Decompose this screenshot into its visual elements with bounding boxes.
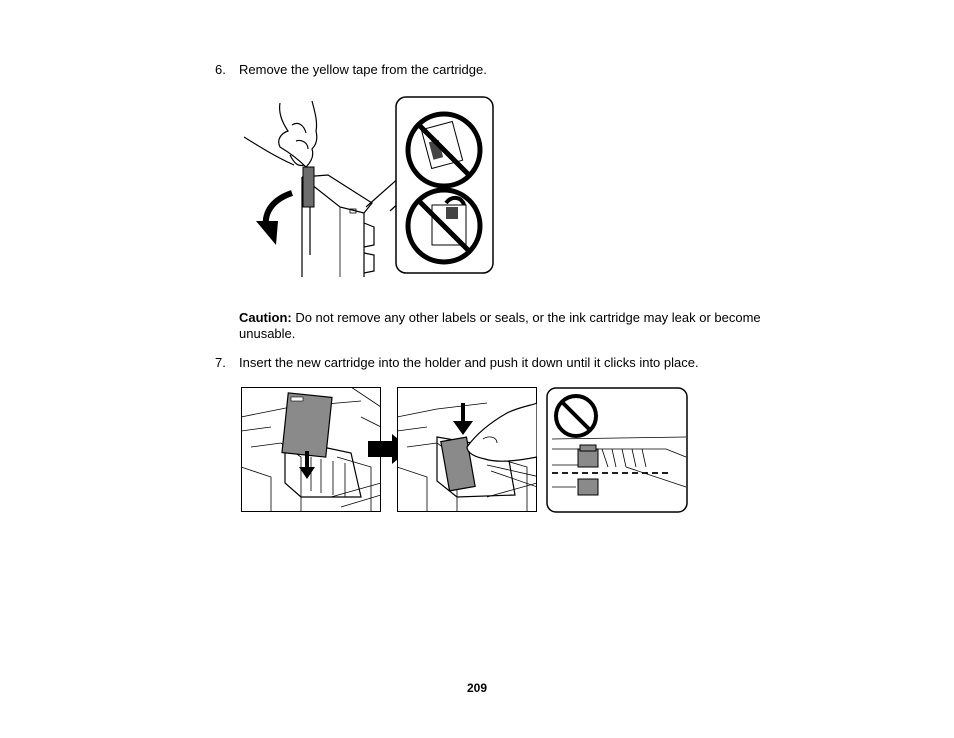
improper-seating-illustration [546, 387, 688, 513]
hand [278, 100, 318, 168]
step-text: Insert the new cartridge into the holder… [239, 355, 699, 370]
page-number: 209 [466, 681, 488, 695]
step-6: 6. Remove the yellow tape from the cartr… [215, 62, 775, 78]
step-7: 7. Insert the new cartridge into the hol… [215, 355, 775, 371]
no-symbol-icon [405, 111, 483, 189]
remove-tape-illustration [243, 96, 494, 277]
caution-text: Do not remove any other labels or seals,… [239, 310, 761, 341]
step-number: 6. [215, 62, 226, 77]
hand [466, 402, 537, 462]
caution-label: Caution: [239, 310, 292, 325]
cartridge-body [301, 176, 365, 277]
ink-cartridge [281, 392, 333, 458]
step-number: 7. [215, 355, 226, 370]
yellow-tape [302, 166, 315, 208]
ink-cartridge [577, 448, 599, 468]
cartridge-holder [284, 438, 362, 498]
cartridge-clip [363, 222, 375, 274]
insert-cartridge-illustration [241, 387, 381, 512]
no-symbol-icon [554, 394, 598, 438]
caution-note: Caution: Do not remove any other labels … [239, 310, 779, 341]
ink-cartridge [440, 436, 476, 492]
no-symbol-icon [405, 187, 483, 265]
step-text: Remove the yellow tape from the cartridg… [239, 62, 487, 77]
cartridge-top [301, 174, 373, 214]
push-cartridge-illustration [397, 387, 537, 512]
